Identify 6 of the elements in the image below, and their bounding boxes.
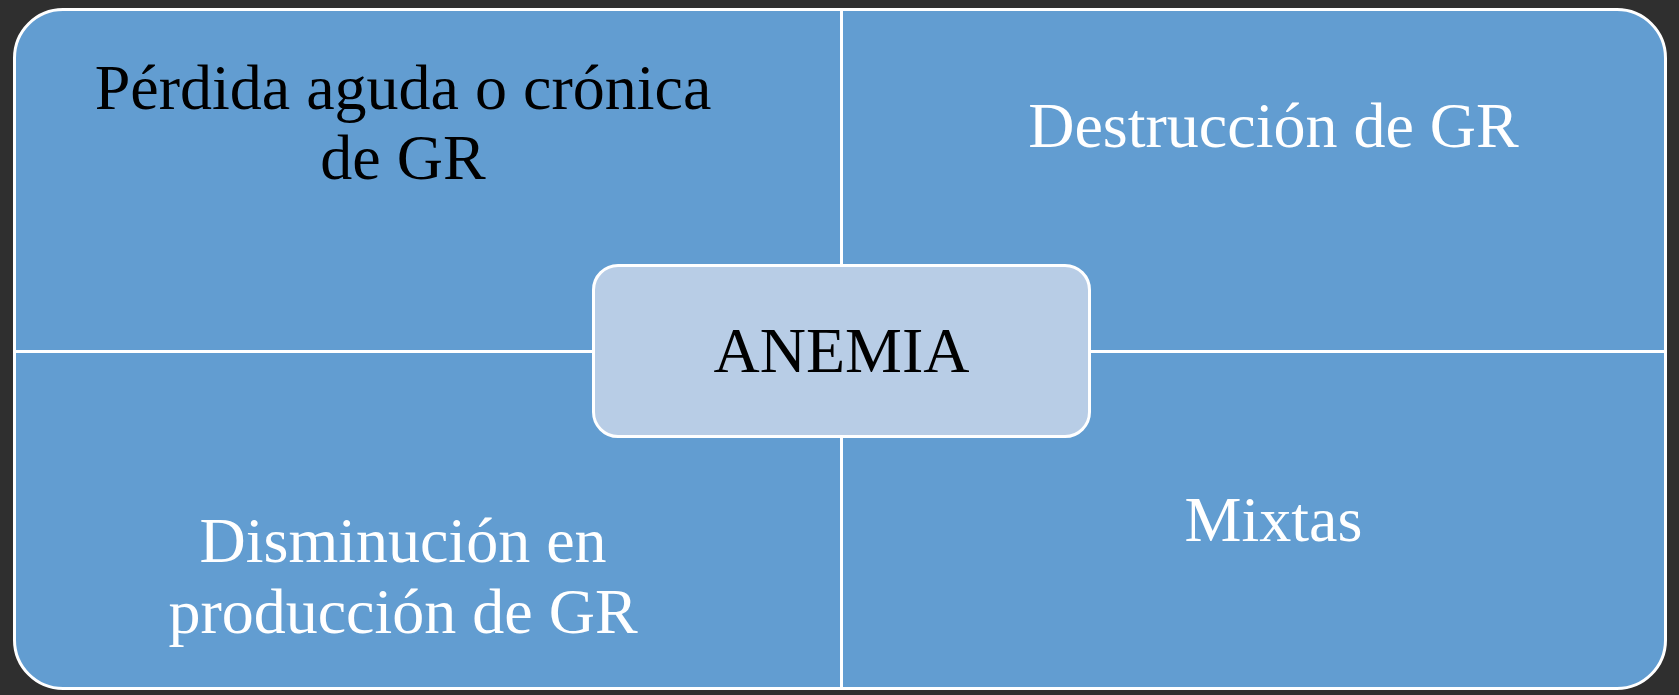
quadrant-label: Disminución en producción de GR <box>167 506 639 647</box>
center-label: ANEMIA <box>713 314 970 388</box>
center-box <box>592 264 1091 438</box>
quadrant-label: Mixtas <box>1184 484 1363 556</box>
quadrant-label: Pérdida aguda o crónica de GR <box>93 53 713 194</box>
quadrant-label: Destrucción de GR <box>1028 91 1519 162</box>
